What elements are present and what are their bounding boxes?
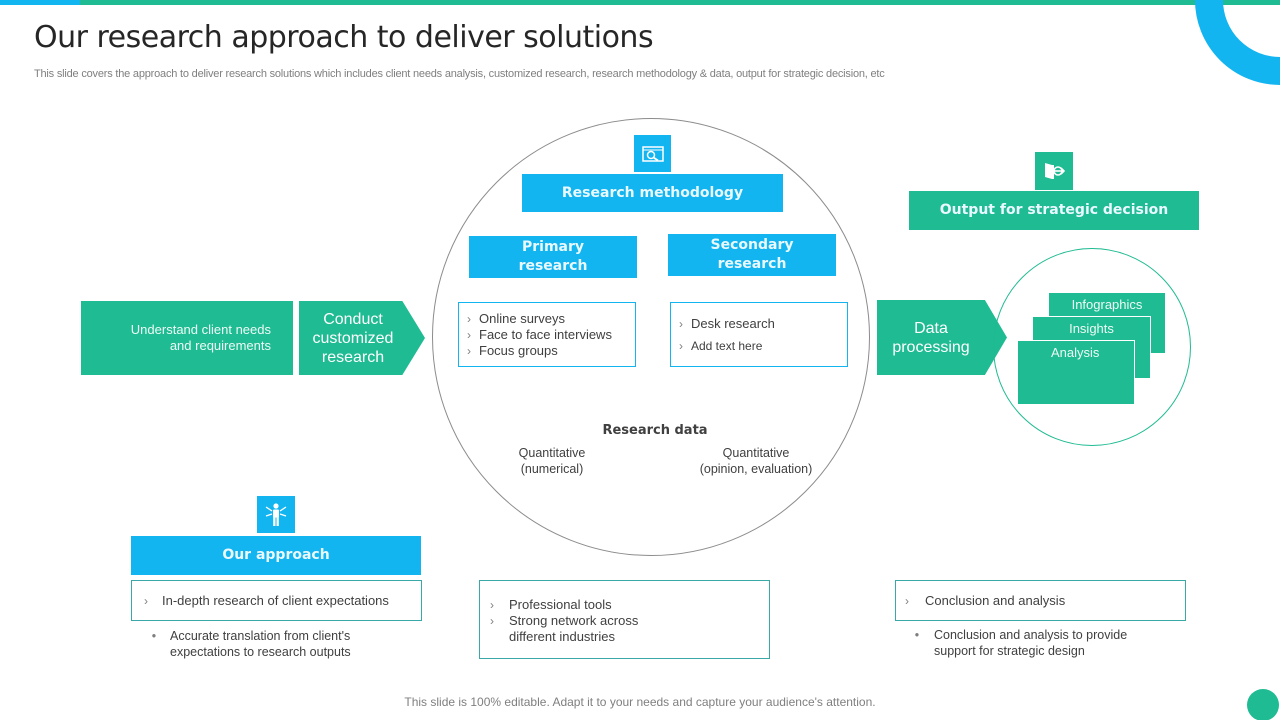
person-icon	[265, 502, 287, 526]
list-item-text: Online surveys	[479, 311, 565, 326]
primary-research-list: › Online surveys › Face to face intervie…	[458, 302, 636, 367]
output-icon-box	[1035, 152, 1073, 190]
list-item: › Professional tools	[480, 597, 769, 613]
conclusion-box: › Conclusion and analysis	[895, 580, 1186, 621]
list-item: › Online surveys	[459, 311, 635, 327]
conclusion-bullet-line1: Conclusion and analysis to provide	[934, 628, 1128, 642]
research-data-numerical-line1: Quantitative	[518, 446, 586, 460]
tools-box: › Professional tools › Strong network ac…	[479, 580, 770, 659]
chevron-right-icon: ›	[679, 339, 683, 353]
output-card-analysis-label: Analysis	[1051, 345, 1100, 360]
secondary-research-list: › Desk research › Add text here	[670, 302, 848, 367]
our-approach-bullet-line2: expectations to research outputs	[170, 645, 351, 659]
research-search-icon	[641, 145, 664, 162]
slide-title: Our research approach to deliver solutio…	[34, 20, 654, 55]
research-methodology-icon-box	[634, 135, 671, 172]
flow-step-data-processing: Data processing	[877, 300, 1007, 375]
list-item-text: Professional tools	[509, 597, 612, 612]
corner-dot-decoration	[1247, 689, 1279, 720]
research-methodology-title: Research methodology	[561, 184, 744, 201]
primary-research-title-line1: Primary	[521, 239, 585, 255]
research-data-title: Research data	[602, 423, 708, 438]
list-item: › Focus groups	[459, 343, 635, 359]
research-data-numerical-line2: (numerical)	[520, 462, 584, 476]
list-item: › Add text here	[671, 338, 847, 354]
exit-door-icon	[1045, 163, 1065, 179]
chevron-right-icon: ›	[905, 593, 909, 608]
research-data-opinion-line1: Quantitative	[722, 446, 790, 460]
our-approach-title: Our approach	[222, 547, 330, 563]
chevron-right-icon: ›	[490, 614, 494, 628]
slide-footer: This slide is 100% editable. Adapt it to…	[404, 695, 876, 709]
primary-research-header: Primary research	[469, 236, 637, 278]
bullet-icon: •	[914, 628, 920, 642]
our-approach-bullet: • Accurate translation from client's exp…	[145, 628, 405, 660]
slide-subtitle: This slide covers the approach to delive…	[34, 68, 885, 80]
research-data-opinion-line2: (opinion, evaluation)	[699, 462, 813, 476]
top-accent-bar-green	[80, 0, 1280, 5]
flow-step-understand-needs: Understand client needs and requirements	[81, 301, 293, 375]
flow-step-conduct-research-label: Conduct customized research	[312, 310, 394, 366]
chevron-right-icon: ›	[679, 317, 683, 331]
list-item: › Strong network across different indust…	[480, 613, 769, 645]
list-item-line1: Strong network across	[509, 613, 639, 628]
conclusion-bullet-line2: support for strategic design	[934, 644, 1085, 658]
output-circle	[993, 248, 1191, 446]
list-item-text: Conclusion and analysis	[925, 592, 1066, 608]
our-approach-box: › In-depth research of client expectatio…	[131, 580, 422, 621]
our-approach-bullet-text: Accurate translation from client's expec…	[163, 628, 351, 660]
primary-research-title-line2: research	[518, 258, 588, 274]
output-card-infographics-label: Infographics	[1071, 297, 1143, 312]
research-data-opinion: Quantitative (opinion, evaluation)	[686, 445, 826, 477]
secondary-research-title-line2: research	[717, 256, 787, 272]
list-item-text: Face to face interviews	[479, 327, 612, 342]
chevron-right-icon: ›	[467, 312, 471, 326]
output-card-analysis: Analysis	[1017, 340, 1135, 405]
flow-step-conduct-research: Conduct customized research	[299, 301, 425, 375]
list-item: › In-depth research of client expectatio…	[132, 593, 389, 609]
flow-step-understand-needs-label: Understand client needs and requirements	[130, 322, 271, 353]
conclusion-bullet: • Conclusion and analysis to provide sup…	[908, 627, 1178, 659]
list-item-text: In-depth research of client expectations	[162, 592, 389, 608]
chevron-right-icon: ›	[490, 598, 494, 612]
list-item: › Face to face interviews	[459, 327, 635, 343]
list-item-line2: different industries	[509, 629, 615, 644]
flow-step-data-processing-label: Data processing	[892, 319, 970, 356]
output-card-insights-label: Insights	[1069, 321, 1114, 336]
list-item: › Conclusion and analysis	[896, 593, 1065, 609]
chevron-right-icon: ›	[467, 328, 471, 342]
our-approach-icon-box	[257, 496, 295, 533]
our-approach-bullet-line1: Accurate translation from client's	[170, 629, 351, 643]
chevron-right-icon: ›	[144, 593, 148, 608]
secondary-research-title-line1: Secondary	[710, 237, 794, 253]
list-item-text: Focus groups	[479, 343, 558, 358]
our-approach-header: Our approach	[131, 536, 421, 575]
list-item-text: Desk research	[691, 316, 775, 331]
research-circle	[432, 118, 870, 556]
corner-ring-decoration	[1195, 0, 1280, 85]
top-accent-bar-blue	[0, 0, 80, 5]
conclusion-bullet-text: Conclusion and analysis to provide suppo…	[926, 627, 1127, 659]
chevron-right-icon: ›	[467, 344, 471, 358]
list-item: › Desk research	[671, 316, 847, 332]
output-strategic-decision-header: Output for strategic decision	[909, 191, 1199, 230]
list-item-text: Add text here	[691, 339, 763, 353]
research-methodology-header: Research methodology	[522, 174, 783, 212]
bullet-icon: •	[151, 629, 157, 643]
output-strategic-decision-title: Output for strategic decision	[939, 202, 1169, 218]
secondary-research-header: Secondary research	[668, 234, 836, 276]
research-data-numerical: Quantitative (numerical)	[492, 445, 612, 477]
list-item-text: Strong network across different industri…	[509, 613, 638, 645]
